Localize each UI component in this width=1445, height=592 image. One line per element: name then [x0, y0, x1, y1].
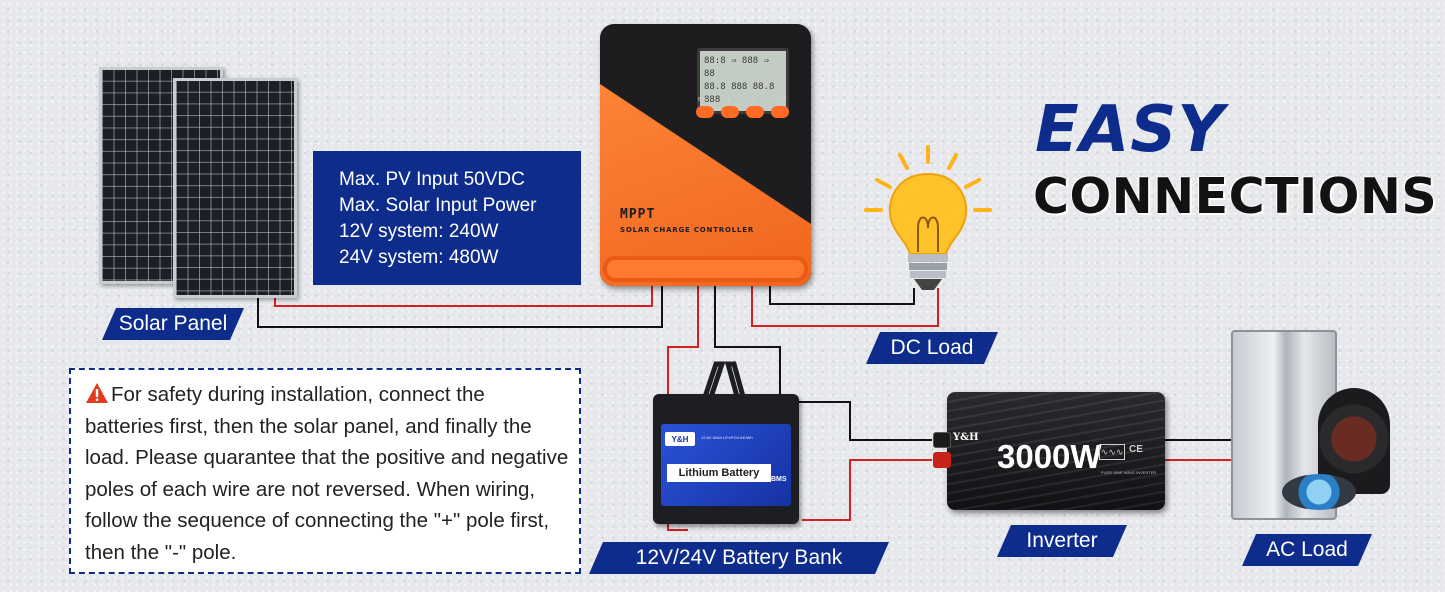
solar-panel-front: [173, 78, 297, 298]
spec-line-24v: 24V system: 480W: [339, 247, 499, 268]
inverter-caption: PURE SINE WAVE INVERTER: [1101, 470, 1157, 475]
inverter-terminal-negative: [933, 432, 951, 448]
battery-bank-label: 12V/24V Battery Bank: [589, 542, 889, 574]
wire-inverter-positive: [802, 459, 932, 521]
spec-box: Max. PV Input 50VDC Max. Solar Input Pow…: [313, 151, 581, 285]
wire-dcload-negative: [769, 286, 915, 305]
robot-vacuum-icon: [1282, 474, 1356, 510]
headline-easy: EASY: [1035, 93, 1225, 167]
down-button-label: ▼: [752, 97, 756, 103]
solar-panel-label: Solar Panel: [102, 308, 244, 340]
controller-terminal-block: [603, 256, 808, 282]
wire-battery-positive: [667, 286, 699, 531]
light-bulb-icon: [864, 145, 992, 290]
spec-line-pv-input: Max. PV Input 50VDC: [339, 169, 525, 190]
inverter: Y&H 3000W ∿∿∿ CE PURE SINE WAVE INVERTER: [933, 392, 1165, 510]
lcd-line-1: 88:8 ⇒ 888 ⇒ 88: [704, 56, 770, 79]
battery: Y&H 12.8V 50Ah LiFePO4 640Wh Lithium Bat…: [653, 394, 799, 524]
inverter-power: 3000W: [997, 438, 1102, 475]
safety-note: For safety during installation, connect …: [69, 368, 581, 574]
wire-battery-negative: [714, 286, 781, 398]
set-button-label: SET: [777, 97, 787, 103]
warning-icon: [86, 383, 108, 403]
ac-load-label: AC Load: [1242, 534, 1372, 566]
headline-connections: CONNECTIONS: [1033, 168, 1438, 225]
up-button-label: ▲: [727, 97, 731, 103]
wire-solar-negative: [257, 286, 663, 328]
sine-wave-icon: ∿∿∿: [1099, 444, 1125, 460]
battery-spec: 12.8V 50Ah LiFePO4 640Wh: [701, 435, 753, 440]
controller-lcd: 88:8 ⇒ 888 ⇒ 88 88.8 888 88.8 888: [697, 48, 789, 114]
wire-solar-positive: [274, 286, 653, 307]
esc-button: [696, 106, 714, 118]
battery-bms: BMS: [771, 476, 787, 483]
down-button: [746, 106, 764, 118]
spec-line-solar-power: Max. Solar Input Power: [339, 195, 537, 216]
safety-note-text: For safety during installation, connect …: [85, 383, 569, 564]
set-button: [771, 106, 789, 118]
battery-name: Lithium Battery: [667, 464, 771, 482]
charge-controller: 88:8 ⇒ 888 ⇒ 88 88.8 888 88.8 888 ESC ▲ …: [600, 24, 811, 286]
spec-line-12v: 12V system: 240W: [339, 221, 499, 242]
up-button: [721, 106, 739, 118]
inverter-terminal-positive: [933, 452, 951, 468]
battery-label-panel: Y&H 12.8V 50Ah LiFePO4 640Wh Lithium Bat…: [661, 424, 791, 506]
esc-button-label: ESC: [698, 97, 708, 103]
lcd-line-2: 88.8 888 88.8 888: [704, 82, 775, 105]
controller-brand: MPPT: [620, 207, 656, 222]
inverter-label: Inverter: [997, 525, 1127, 557]
controller-subtitle: SOLAR CHARGE CONTROLLER: [620, 226, 755, 234]
dc-load-label: DC Load: [866, 332, 998, 364]
ce-mark: CE: [1129, 444, 1143, 455]
wire-inverter-negative: [797, 401, 932, 441]
battery-handle-icon: [701, 361, 747, 403]
wire-dcload-positive: [751, 286, 939, 327]
inverter-brand: Y&H: [953, 432, 979, 443]
battery-brand: Y&H: [665, 432, 695, 446]
